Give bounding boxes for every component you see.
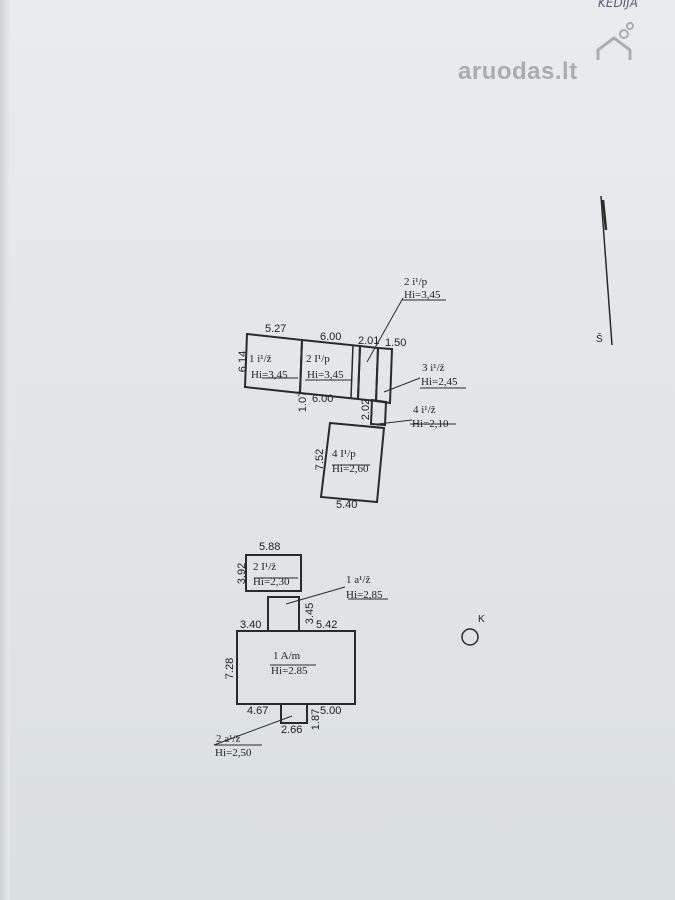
watermark-text: aruodas — [458, 58, 555, 85]
room-b-2-label: 2 I¹/ž — [253, 561, 277, 573]
building-b-room-2a — [280, 703, 308, 724]
building-a-room-4-small — [369, 398, 388, 427]
dim-b-h3: 7.28 — [224, 657, 237, 680]
room-a-2s-label: 2 i¹/p — [404, 276, 428, 288]
room-a-3-label: 3 i¹/ž — [422, 362, 445, 374]
room-a-4-label: 4 I¹/p — [332, 448, 356, 460]
north-label: Š — [596, 334, 603, 345]
dim-a-h4: 7.52 — [314, 448, 327, 471]
north-arrow — [600, 195, 613, 346]
dim-a-w2: 6.00 — [320, 331, 342, 343]
room-a-3-height: Hi=2,45 — [421, 376, 458, 388]
room-a-2-height: Hi=3,45 — [307, 369, 344, 381]
dim-b-h1: 3.92 — [236, 562, 249, 585]
room-a-4s-height: Hi=2,10 — [412, 418, 449, 430]
room-b-1-label: 1 A/m — [273, 650, 301, 662]
room-b-2a-height: Hi=2,50 — [215, 747, 252, 759]
watermark-logo: aruodas.lt — [458, 58, 578, 86]
dim-a-w1: 5.27 — [265, 323, 287, 335]
dim-a-h2: 1.07 — [297, 390, 310, 413]
dim-b-h2: 3.45 — [304, 602, 317, 625]
room-a-1-label: 1 i¹/ž — [249, 353, 272, 365]
room-a-2-label: 2 I¹/p — [306, 353, 330, 365]
dim-a-w6: 5.40 — [336, 499, 358, 511]
building-a-room-4 — [319, 421, 386, 504]
dim-a-w5: 6.00 — [312, 393, 334, 405]
compass-circle — [461, 628, 479, 646]
dim-b-w4: 4.67 — [247, 705, 269, 717]
room-a-2s-height: Hi=3,45 — [404, 289, 441, 301]
dim-a-w4: 1.50 — [385, 337, 407, 349]
room-b-1-height: Hi=2.85 — [271, 665, 308, 677]
page-fold-shadow — [0, 0, 10, 900]
dim-a-h1: 6.14 — [237, 350, 250, 373]
handwritten-note: KEDIJA — [598, 0, 638, 10]
watermark-suffix: .lt — [554, 58, 578, 85]
dim-b-w1: 5.88 — [259, 541, 281, 553]
dim-b-w6: 5.00 — [320, 705, 342, 717]
room-b-1a-height: Hi=2,85 — [346, 589, 383, 601]
building-a-room-3 — [374, 346, 394, 405]
compass-label: K — [478, 614, 485, 625]
room-a-4-height: Hi=2,60 — [332, 463, 369, 475]
room-b-1a-label: 1 a¹/ž — [346, 574, 371, 586]
dim-a-h3: 2.02 — [360, 398, 373, 421]
room-a-1-height: Hi=3,45 — [251, 369, 288, 381]
house-icon — [596, 22, 634, 60]
dim-b-w5: 2.66 — [281, 724, 303, 736]
dim-a-w3: 2.01 — [358, 335, 380, 347]
building-b-room-2 — [245, 554, 302, 592]
dim-b-w3: 5.42 — [316, 619, 338, 631]
building-a-room-2-small — [356, 344, 380, 403]
room-b-2-height: Hi=2,30 — [253, 576, 290, 588]
room-a-4s-label: 4 i¹/ž — [413, 404, 436, 416]
room-b-2a-label: 2 a¹/ž — [216, 733, 241, 745]
dim-b-w2: 3.40 — [240, 619, 262, 631]
